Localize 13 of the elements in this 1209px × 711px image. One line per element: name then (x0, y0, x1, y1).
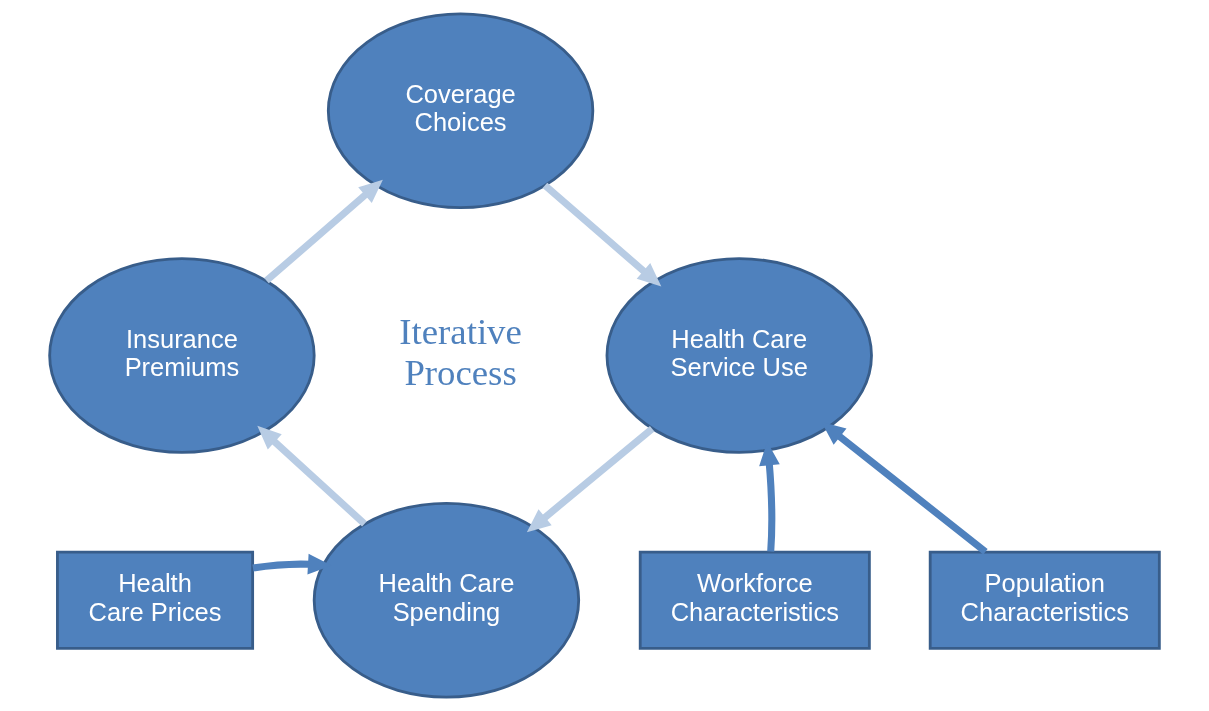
node-ellipse: Health Care Service Use (605, 257, 873, 454)
arrow (542, 182, 662, 287)
node-box: Health Care Prices (56, 550, 255, 650)
arrow (821, 422, 988, 555)
node-box: Workforce Characteristics (638, 550, 871, 650)
arrow (257, 425, 367, 527)
node-ellipse: Coverage Choices (326, 12, 595, 210)
node-ellipse: Insurance Premiums (48, 257, 316, 454)
arrow (264, 179, 383, 284)
node-ellipse: Health Care Spending (312, 501, 581, 699)
arrow (526, 426, 655, 533)
label: Iterative Process (399, 310, 522, 393)
node-box: Population Characteristics (928, 550, 1161, 650)
